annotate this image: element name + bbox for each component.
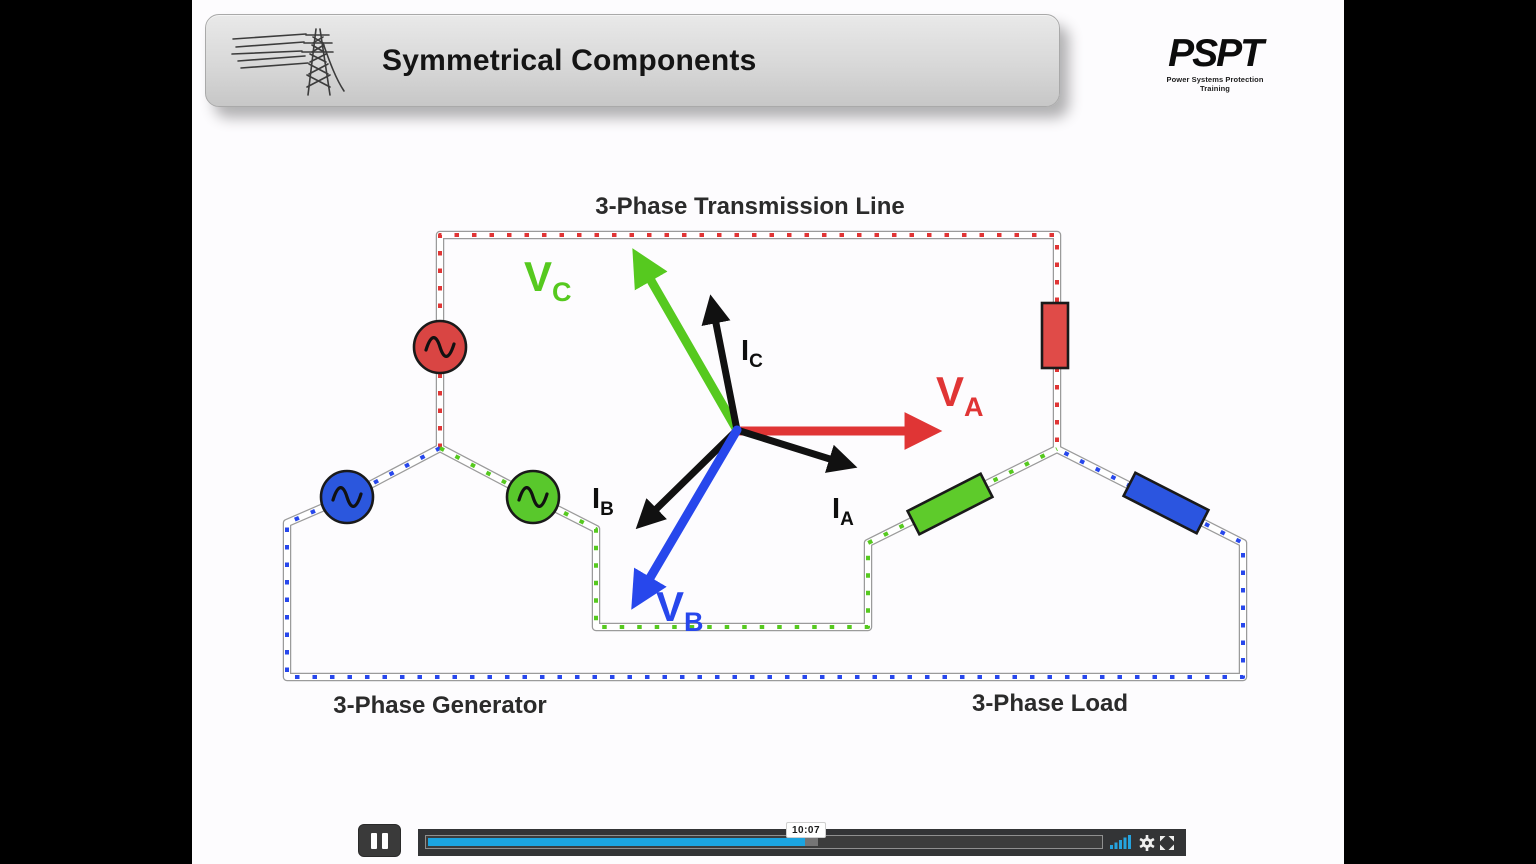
phase-b-wire bbox=[285, 446, 1245, 679]
volume-button[interactable] bbox=[1108, 829, 1134, 856]
phasor-vc-arrow bbox=[632, 248, 742, 435]
pause-icon bbox=[371, 832, 377, 849]
left-letterbox bbox=[0, 0, 192, 864]
scrubber-handle[interactable] bbox=[804, 838, 818, 846]
phasor-ia-label: IA bbox=[832, 493, 854, 530]
volume-bars-icon bbox=[1110, 835, 1131, 849]
phasor-va-label: VA bbox=[936, 368, 984, 422]
time-tooltip: 10:07 bbox=[786, 822, 826, 838]
phasor-ic-label: IC bbox=[741, 335, 763, 372]
phasor-ib-arrow bbox=[635, 426, 741, 530]
generator-source-c bbox=[505, 469, 561, 525]
transmission-line-label: 3-Phase Transmission Line bbox=[595, 193, 904, 220]
player-control-bar: 10:07 bbox=[418, 822, 1186, 856]
pspt-brand-text: PSPT bbox=[1168, 32, 1264, 75]
phasor-vb-arrow bbox=[631, 425, 742, 610]
circuit-wiring bbox=[282, 230, 1248, 682]
generator-label: 3-Phase Generator bbox=[333, 692, 546, 719]
phasor-vc-label: VC bbox=[524, 253, 572, 307]
generator-source-b bbox=[319, 469, 375, 525]
pause-icon bbox=[382, 832, 388, 849]
phasor-ib-label: IB bbox=[592, 483, 614, 520]
load-label: 3-Phase Load bbox=[972, 690, 1128, 717]
pspt-logo: PSPT Power Systems Protection Training bbox=[1153, 32, 1277, 94]
pause-button[interactable] bbox=[358, 824, 401, 857]
fullscreen-button[interactable] bbox=[1156, 829, 1178, 856]
load-resistor-c bbox=[905, 472, 995, 536]
phasor-diagram bbox=[631, 248, 943, 610]
load-resistor-a bbox=[1040, 301, 1070, 370]
pspt-tagline-text: Power Systems Protection Training bbox=[1166, 75, 1264, 93]
generator-source-a bbox=[412, 319, 468, 375]
fullscreen-icon bbox=[1160, 835, 1174, 850]
load-resistor-b bbox=[1121, 471, 1211, 535]
settings-button[interactable] bbox=[1136, 829, 1158, 856]
progress-fill bbox=[428, 838, 805, 846]
time-tooltip-text: 10:07 bbox=[791, 824, 821, 836]
slide-title: Symmetrical Components bbox=[382, 43, 757, 77]
title-banner: Symmetrical Components bbox=[205, 14, 1060, 107]
right-letterbox bbox=[1344, 0, 1536, 864]
phasor-ic-arrow bbox=[701, 294, 741, 434]
three-phase-diagram: 3-Phase Transmission Line 3-Phase Genera… bbox=[282, 193, 1248, 719]
progress-bar[interactable] bbox=[425, 835, 1103, 849]
slide-area: Symmetrical Components PSPT Power System… bbox=[192, 0, 1344, 864]
transmission-tower-icon bbox=[231, 28, 345, 96]
phasor-ia-arrow bbox=[733, 426, 858, 473]
load-resistors bbox=[905, 301, 1211, 536]
phasor-vb-label: VB bbox=[656, 583, 704, 637]
gear-icon bbox=[1139, 834, 1155, 851]
generator-sources bbox=[319, 319, 561, 525]
